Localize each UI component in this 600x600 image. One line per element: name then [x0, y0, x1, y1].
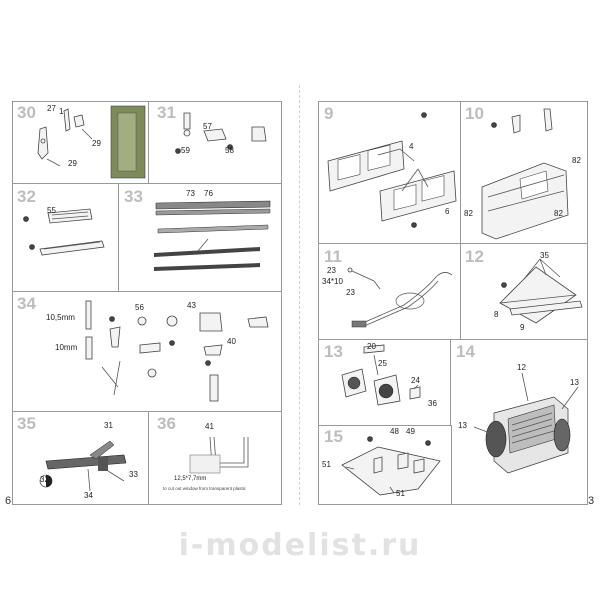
step-35-label-34: 34 [84, 491, 93, 500]
step-10-label-82b: 82 [464, 209, 473, 218]
step-13-label-25: 25 [378, 359, 387, 368]
step-36-drawing [189, 436, 249, 474]
step-31-label-57: 57 [203, 122, 212, 131]
step-11-label-23a: 23 [327, 266, 336, 275]
step-34-label-10mm: 10mm [55, 343, 78, 352]
step-10-label-82a: 82 [572, 156, 581, 165]
step-14-drawing [473, 372, 579, 474]
step-34-drawing [85, 300, 269, 402]
step-35-label-32: 32 [40, 475, 49, 484]
step-36-label-41: 41 [205, 422, 214, 431]
watermark-text: i-modelist.ru [178, 528, 422, 563]
step-35-label-33: 33 [129, 470, 138, 479]
step-34-number: 34 [17, 294, 36, 313]
step-34-label-40: 40 [227, 337, 236, 346]
step-11-label-34x10: 34*10 [322, 277, 343, 286]
step-11-drawing [347, 267, 453, 328]
step-31-number: 31 [157, 103, 176, 122]
step-12-number: 12 [465, 247, 484, 266]
step-30-number: 30 [17, 103, 36, 122]
step-9-label-4: 4 [409, 142, 414, 151]
step-9-drawing [327, 112, 457, 228]
step-14-label-13b: 13 [458, 421, 467, 430]
page-fold-line [299, 85, 300, 505]
step-31-label-59: 59 [181, 146, 190, 155]
step-14-label-13a: 13 [570, 378, 579, 387]
step-35-number: 35 [17, 414, 36, 433]
step-15-label-51a: 51 [322, 460, 331, 469]
step-36-note: to cut out window from transparent plast… [163, 486, 247, 491]
step-31-label-58: 58 [225, 146, 234, 155]
step-14-number: 14 [456, 342, 475, 361]
step-15-label-48: 48 [390, 427, 399, 436]
step-11-panel [318, 243, 462, 341]
step-36-label-dimensions: 12,5*7,7mm [174, 476, 207, 482]
step-33-number: 33 [124, 187, 143, 206]
step-33-label-76: 76 [204, 189, 213, 198]
step-30-label-1: 1 [59, 107, 64, 116]
step-15-label-51b: 51 [396, 489, 405, 498]
step-13-label-20: 20 [367, 342, 376, 351]
step-34-label-43: 43 [187, 301, 196, 310]
step-12-label-8: 8 [494, 310, 499, 319]
step-34-label-10-5mm: 10,5mm [46, 313, 75, 322]
step-30-label-27: 27 [47, 104, 56, 113]
right-page-number: 3 [588, 495, 595, 507]
step-15-number: 15 [324, 427, 343, 446]
step-12-drawing [499, 258, 583, 324]
step-9-label-6: 6 [445, 207, 450, 216]
step-10-drawing [481, 108, 569, 240]
step-12-label-35: 35 [540, 251, 549, 260]
step-36-number: 36 [157, 414, 176, 433]
step-30-label-29a: 29 [68, 159, 77, 168]
step-13-drawing [341, 344, 421, 406]
step-35-panel [12, 411, 150, 505]
step-31-panel [148, 101, 282, 185]
step-9-number: 9 [324, 104, 334, 123]
step-11-number: 11 [324, 247, 342, 266]
left-page-number: 6 [5, 495, 12, 507]
step-30-label-29b: 29 [92, 139, 101, 148]
step-32-label-55: 55 [47, 206, 56, 215]
step-13-label-24: 24 [411, 376, 420, 385]
step-15-drawing [341, 436, 441, 496]
step-10-number: 10 [465, 104, 484, 123]
step-35-drawing [39, 440, 127, 492]
step-31-drawing [175, 112, 267, 154]
step-12-label-9: 9 [520, 323, 525, 332]
step-13-number: 13 [324, 342, 343, 361]
step-30-drawing [37, 105, 146, 179]
step-15-label-49: 49 [406, 427, 415, 436]
step-10-label-82c: 82 [554, 209, 563, 218]
step-14-label-12: 12 [517, 363, 526, 372]
step-11-label-23b: 23 [346, 288, 355, 297]
step-35-label-31: 31 [104, 421, 113, 430]
step-34-label-56: 56 [135, 303, 144, 312]
step-13-label-36: 36 [428, 399, 437, 408]
step-33-drawing [154, 200, 271, 271]
step-32-drawing [23, 208, 105, 256]
step-33-label-73: 73 [186, 189, 195, 198]
step-32-number: 32 [17, 187, 36, 206]
